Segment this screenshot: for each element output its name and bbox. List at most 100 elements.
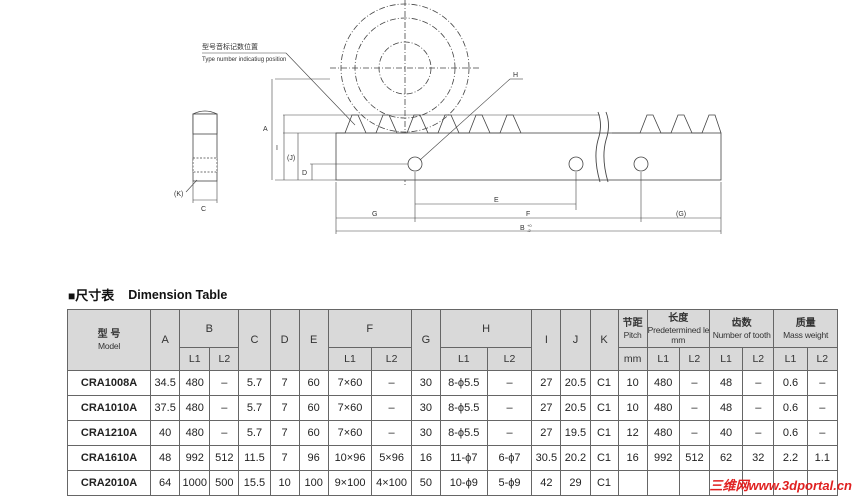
- cell-k: C1: [589, 470, 619, 496]
- cell-e: 60: [298, 420, 329, 446]
- cell-model: CRA2010A: [66, 470, 152, 496]
- cell-m2: –: [806, 420, 839, 446]
- cell-f1: 9×100: [327, 470, 373, 496]
- header-b-l1: L1: [179, 347, 211, 371]
- cell-g: 50: [410, 470, 441, 496]
- header-i: I: [531, 309, 562, 371]
- cell-b2: 500: [209, 470, 240, 496]
- cell-len1: 480: [646, 420, 680, 446]
- cell-f2: 4×100: [371, 470, 412, 496]
- cell-pitch: 16: [617, 445, 648, 471]
- cell-h2: 6-ϕ7: [486, 445, 533, 471]
- cell-t2: –: [742, 420, 775, 446]
- section-marker-cn: ■尺寸表: [68, 288, 115, 303]
- dim-label-g-paren: (G): [676, 211, 686, 218]
- header-length-l1: L1: [646, 347, 680, 371]
- cell-t2: 32: [742, 445, 775, 471]
- header-b-l2: L2: [209, 347, 240, 371]
- cell-pitch: [617, 470, 648, 496]
- cell-pitch: 10: [617, 395, 648, 421]
- cell-f2: –: [371, 420, 412, 446]
- header-teeth-l1: L1: [708, 347, 744, 371]
- cell-len2: [678, 470, 710, 496]
- dim-label-d: D: [302, 170, 307, 177]
- cell-f1: 7×60: [327, 370, 373, 396]
- cell-b1: 480: [179, 395, 211, 421]
- cell-k: C1: [589, 395, 619, 421]
- cell-m1: 0.6: [773, 395, 808, 421]
- header-mass: 质量 Mass weight: [773, 309, 838, 348]
- cell-h1: 10-ϕ9: [439, 470, 488, 496]
- cell-t2: –: [742, 370, 775, 396]
- cell-a: 37.5: [150, 395, 181, 421]
- cell-f1: 7×60: [327, 420, 373, 446]
- cell-i: 27: [531, 395, 562, 421]
- cell-t2: [742, 470, 775, 496]
- cell-m1: [773, 470, 808, 496]
- cell-g: 16: [410, 445, 441, 471]
- callout-en: Type number indicatiug position: [202, 57, 286, 63]
- cell-h1: 8-ϕ5.5: [439, 420, 488, 446]
- rack-body: [335, 132, 722, 181]
- header-teeth-l2: L2: [742, 347, 775, 371]
- cell-b1: 1000: [179, 470, 211, 496]
- header-e: E: [298, 309, 329, 371]
- cell-h1: 8-ϕ5.5: [439, 370, 488, 396]
- dim-label-b-tol-top: +0: [527, 223, 532, 228]
- header-model: 型 号 Model: [66, 309, 152, 371]
- cell-g: 30: [410, 370, 441, 396]
- dim-label-h: H: [513, 72, 518, 79]
- cell-model: CRA1010A: [66, 395, 152, 421]
- cell-m2: 1.1: [806, 445, 839, 471]
- cell-len2: –: [678, 395, 710, 421]
- dimension-table: 型 号 Model A B C D E F G H I J K 节距 Pitch…: [66, 309, 839, 496]
- cell-b2: –: [209, 370, 240, 396]
- header-pitch: 节距 Pitch: [617, 309, 648, 348]
- cell-j: 19.5: [560, 420, 591, 446]
- cell-c: 5.7: [238, 370, 271, 396]
- cell-len2: 512: [678, 445, 710, 471]
- dim-label-f: F: [526, 211, 530, 218]
- header-b: B: [179, 309, 240, 348]
- cell-f2: –: [371, 370, 412, 396]
- cell-len2: –: [678, 370, 710, 396]
- cell-h1: 8-ϕ5.5: [439, 395, 488, 421]
- header-h-l2: L2: [486, 347, 533, 371]
- cell-e: 60: [298, 370, 329, 396]
- cell-m1: 2.2: [773, 445, 808, 471]
- watermark: 三维网www.3dportal.cn: [709, 478, 852, 493]
- cell-d: 7: [269, 370, 300, 396]
- dim-label-j: (J): [287, 155, 295, 162]
- cell-i: 30.5: [531, 445, 562, 471]
- mounting-hole-2: [568, 156, 584, 172]
- cell-t1: 40: [708, 420, 744, 446]
- cell-t1: 48: [708, 395, 744, 421]
- cell-h2: 5-ϕ9: [486, 470, 533, 496]
- cell-f1: 7×60: [327, 395, 373, 421]
- cell-d: 7: [269, 445, 300, 471]
- cell-pitch: 12: [617, 420, 648, 446]
- header-mass-l1: L1: [773, 347, 808, 371]
- cell-b2: 512: [209, 445, 240, 471]
- cell-len2: –: [678, 420, 710, 446]
- header-mass-l2: L2: [806, 347, 839, 371]
- cell-m2: [806, 470, 839, 496]
- callout-cn: 型号音标记数位置: [202, 42, 258, 51]
- cell-a: 64: [150, 470, 181, 496]
- cell-b1: 480: [179, 370, 211, 396]
- cell-h1: 11-ϕ7: [439, 445, 488, 471]
- cell-h2: –: [486, 370, 533, 396]
- cell-len1: 480: [646, 395, 680, 421]
- header-f-l1: L1: [327, 347, 373, 371]
- dim-label-b-tol-bottom: -2: [527, 228, 531, 233]
- cell-len1: 480: [646, 370, 680, 396]
- cell-t1: 48: [708, 370, 744, 396]
- header-f: F: [327, 309, 412, 348]
- cell-b2: –: [209, 420, 240, 446]
- cell-c: 15.5: [238, 470, 271, 496]
- cell-b1: 480: [179, 420, 211, 446]
- mounting-hole-3: [633, 156, 649, 172]
- header-j: J: [560, 309, 591, 371]
